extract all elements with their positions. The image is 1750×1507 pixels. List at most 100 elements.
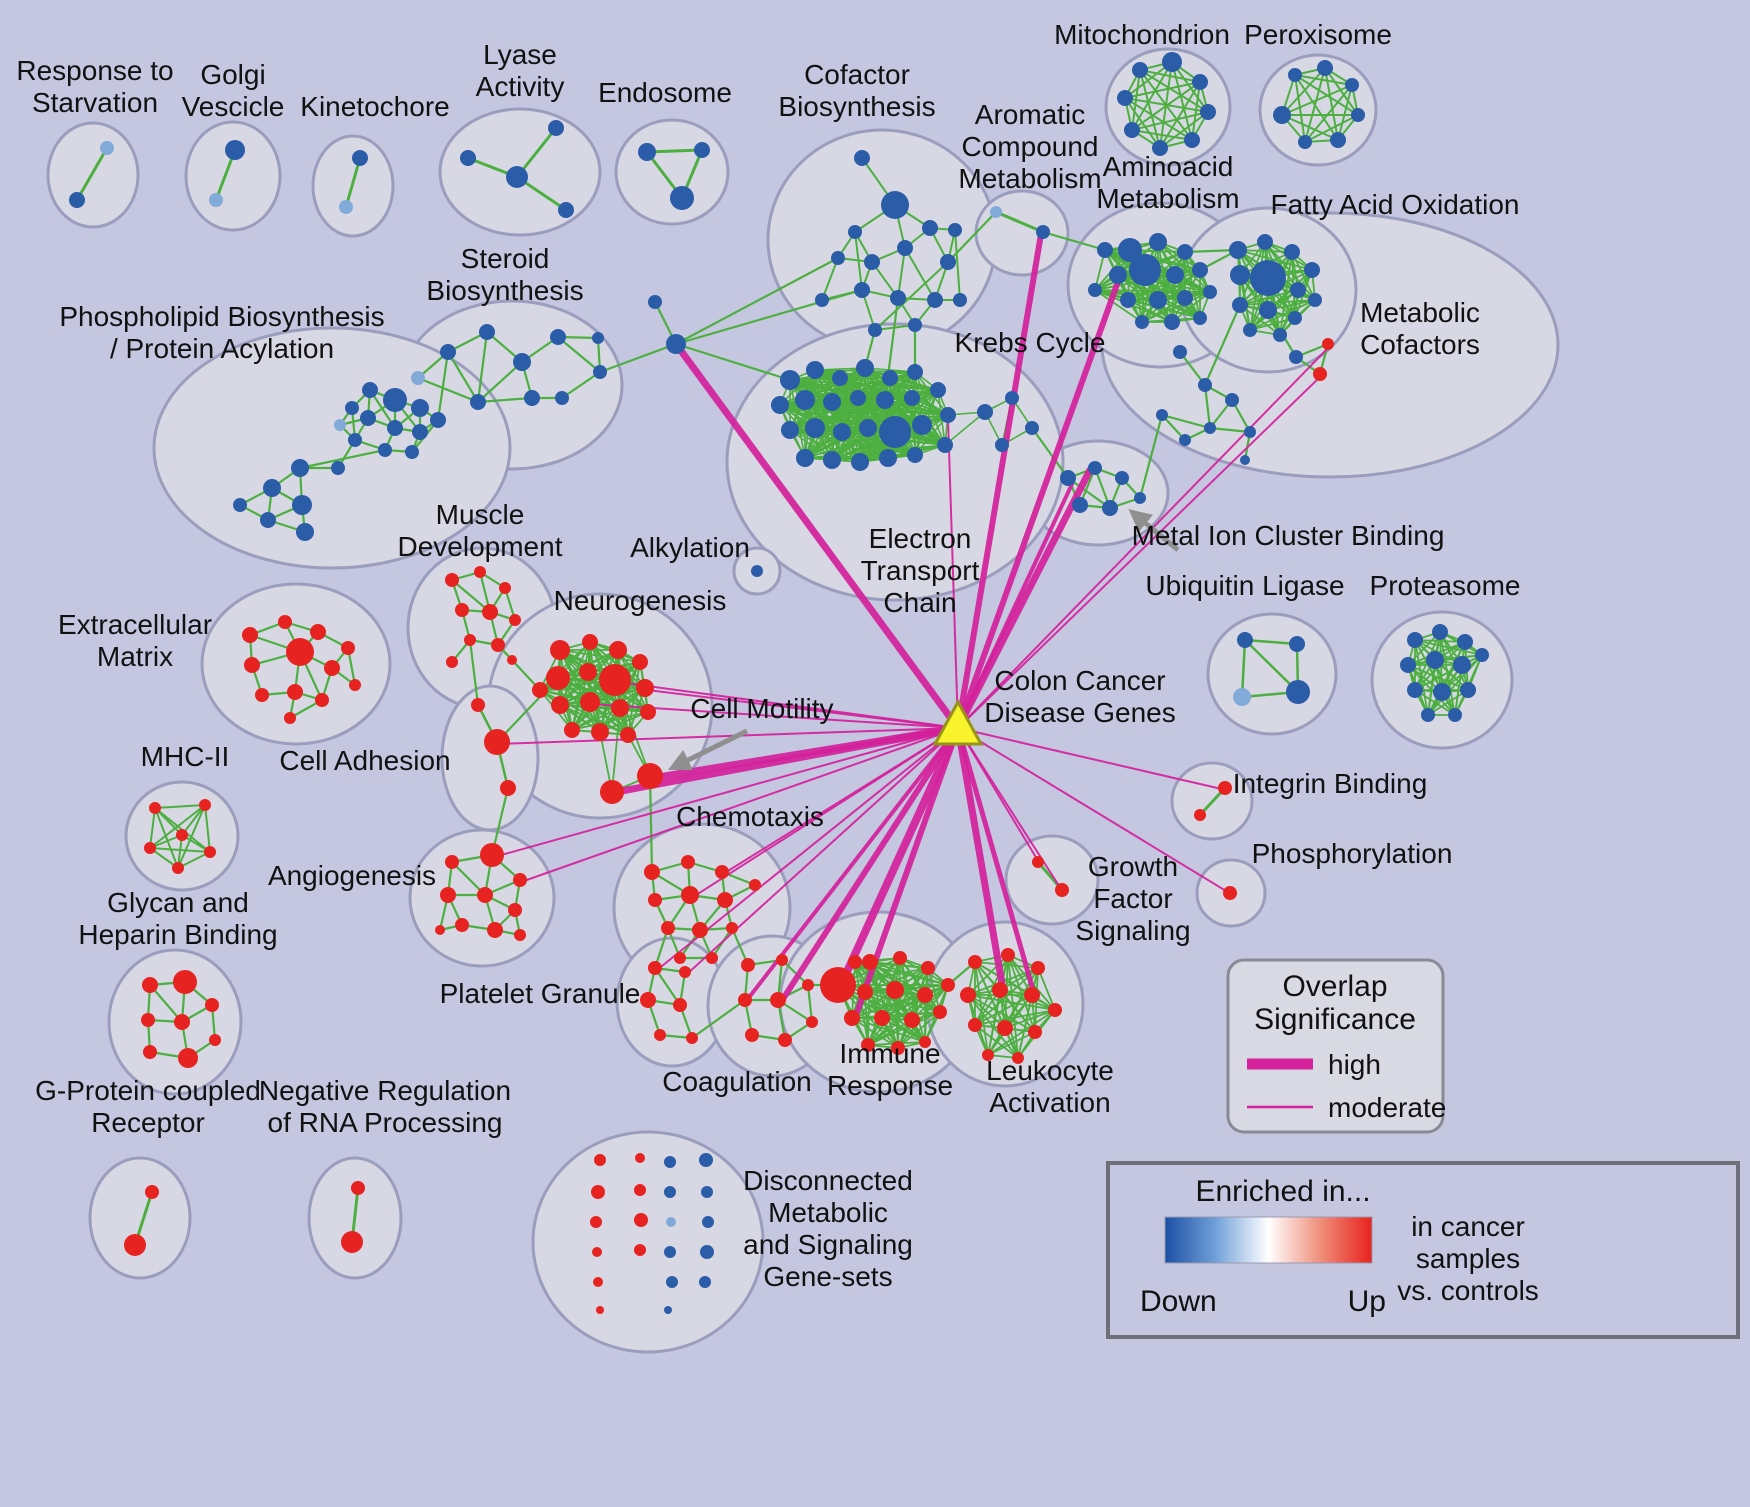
leukocyte-activation-node[interactable] bbox=[1031, 961, 1045, 975]
metabolic-cofactors-node[interactable] bbox=[1179, 434, 1191, 446]
leukocyte-activation-node[interactable] bbox=[968, 955, 982, 969]
extracellular-matrix-node[interactable] bbox=[244, 657, 260, 673]
muscle-development-node[interactable] bbox=[482, 604, 498, 620]
phospholipid-biosynthesis-node[interactable] bbox=[260, 512, 276, 528]
lyase-activity-node[interactable] bbox=[460, 150, 476, 166]
phospholipid-biosynthesis-node[interactable] bbox=[411, 399, 429, 417]
cofactor-biosynthesis-node[interactable] bbox=[908, 318, 922, 332]
disconnected-gene-sets-node[interactable] bbox=[701, 1186, 713, 1198]
chemotaxis-node[interactable] bbox=[749, 879, 761, 891]
platelet-granule-node[interactable] bbox=[640, 992, 656, 1008]
coagulation-node[interactable] bbox=[741, 958, 755, 972]
peroxisome-node[interactable] bbox=[1273, 106, 1291, 124]
steroid-biosynthesis-node[interactable] bbox=[513, 353, 531, 371]
integrin-binding-node[interactable] bbox=[1218, 781, 1232, 795]
electron-transport-chain-node[interactable] bbox=[859, 419, 877, 437]
muscle-development-node[interactable] bbox=[499, 582, 511, 594]
leukocyte-activation-node[interactable] bbox=[1028, 1025, 1042, 1039]
leukocyte-activation-node[interactable] bbox=[960, 987, 976, 1003]
platelet-granule-node[interactable] bbox=[673, 998, 687, 1012]
metabolic-cofactors-node[interactable] bbox=[1322, 338, 1334, 350]
mhc-ii-node[interactable] bbox=[204, 846, 216, 858]
extracellular-matrix-node[interactable] bbox=[242, 627, 258, 643]
chemotaxis-node[interactable] bbox=[715, 865, 729, 879]
aminoacid-metabolism-node[interactable] bbox=[1135, 315, 1149, 329]
cofactor-biosynthesis-node[interactable] bbox=[854, 150, 870, 166]
cofactor-biosynthesis-node[interactable] bbox=[940, 254, 956, 270]
leukocyte-activation-node[interactable] bbox=[997, 1020, 1013, 1036]
fatty-acid-oxidation-node[interactable] bbox=[1284, 244, 1300, 260]
metabolic-cofactors-node[interactable] bbox=[1204, 422, 1216, 434]
connector-node[interactable] bbox=[666, 334, 686, 354]
immune-response-node[interactable] bbox=[891, 1041, 905, 1055]
extracellular-matrix-node[interactable] bbox=[278, 615, 292, 629]
cofactor-biosynthesis-node[interactable] bbox=[854, 282, 870, 298]
ubiquitin-ligase-node[interactable] bbox=[1289, 636, 1305, 652]
cofactor-biosynthesis-node[interactable] bbox=[848, 225, 862, 239]
electron-transport-chain-node[interactable] bbox=[780, 370, 800, 390]
proteasome-node[interactable] bbox=[1407, 682, 1423, 698]
fatty-acid-oxidation-node[interactable] bbox=[1304, 262, 1320, 278]
neurogenesis-node[interactable] bbox=[591, 723, 609, 741]
lyase-activity-node[interactable] bbox=[506, 166, 528, 188]
neurogenesis-node[interactable] bbox=[609, 641, 627, 659]
steroid-biosynthesis-node[interactable] bbox=[470, 394, 486, 410]
phospholipid-biosynthesis-node[interactable] bbox=[348, 433, 362, 447]
phospholipid-biosynthesis-node[interactable] bbox=[331, 461, 345, 475]
mitochondrion-node[interactable] bbox=[1184, 132, 1200, 148]
fatty-acid-oxidation-node[interactable] bbox=[1250, 260, 1286, 296]
kinetochore-node[interactable] bbox=[339, 200, 353, 214]
immune-response-node[interactable] bbox=[861, 1038, 875, 1052]
proteasome-node[interactable] bbox=[1426, 651, 1444, 669]
angiogenesis-node[interactable] bbox=[514, 929, 526, 941]
g-protein-coupled-receptor-node[interactable] bbox=[124, 1234, 146, 1256]
chemotaxis-node[interactable] bbox=[681, 855, 695, 869]
immune-response-node[interactable] bbox=[921, 961, 935, 975]
electron-transport-chain-node[interactable] bbox=[937, 437, 953, 453]
extracellular-matrix-node[interactable] bbox=[324, 660, 340, 676]
glycan-heparin-binding-node[interactable] bbox=[209, 1034, 221, 1046]
aromatic-compound-metabolism-node[interactable] bbox=[990, 206, 1002, 218]
metal-ion-cluster-binding-node[interactable] bbox=[1072, 497, 1088, 513]
phospholipid-biosynthesis-node[interactable] bbox=[360, 410, 376, 426]
disconnected-gene-sets-node[interactable] bbox=[590, 1216, 602, 1228]
endosome-node[interactable] bbox=[670, 186, 694, 210]
coagulation-node[interactable] bbox=[745, 1028, 759, 1042]
aminoacid-metabolism-node[interactable] bbox=[1164, 314, 1180, 330]
phospholipid-biosynthesis-node[interactable] bbox=[412, 424, 428, 440]
lyase-activity-node[interactable] bbox=[558, 202, 574, 218]
coagulation-node[interactable] bbox=[806, 1016, 818, 1028]
neurogenesis-node[interactable] bbox=[580, 692, 600, 712]
immune-response-node[interactable] bbox=[893, 951, 907, 965]
phospholipid-biosynthesis-node[interactable] bbox=[233, 498, 247, 512]
muscle-development-node[interactable] bbox=[509, 614, 521, 626]
mhc-ii-node[interactable] bbox=[149, 802, 161, 814]
ubiquitin-ligase-node[interactable] bbox=[1237, 632, 1253, 648]
aminoacid-metabolism-node[interactable] bbox=[1177, 244, 1193, 260]
cofactor-biosynthesis-node[interactable] bbox=[897, 240, 913, 256]
electron-transport-chain-node[interactable] bbox=[823, 451, 841, 469]
electron-transport-chain-node[interactable] bbox=[882, 370, 898, 386]
neurogenesis-node[interactable] bbox=[599, 664, 631, 696]
steroid-biosynthesis-node[interactable] bbox=[411, 371, 425, 385]
extracellular-matrix-node[interactable] bbox=[255, 688, 269, 702]
extracellular-matrix-node[interactable] bbox=[284, 712, 296, 724]
phospholipid-biosynthesis-node[interactable] bbox=[292, 495, 312, 515]
electron-transport-chain-node[interactable] bbox=[850, 390, 866, 406]
glycan-heparin-binding-node[interactable] bbox=[142, 977, 158, 993]
mhc-ii-node[interactable] bbox=[144, 842, 156, 854]
cell-adhesion-node[interactable] bbox=[484, 729, 510, 755]
fatty-acid-oxidation-node[interactable] bbox=[1273, 328, 1287, 342]
angiogenesis-node[interactable] bbox=[513, 873, 527, 887]
ubiquitin-ligase-node[interactable] bbox=[1286, 680, 1310, 704]
glycan-heparin-binding-node[interactable] bbox=[174, 1014, 190, 1030]
peroxisome-node[interactable] bbox=[1345, 78, 1359, 92]
muscle-development-node[interactable] bbox=[464, 634, 476, 646]
phospholipid-biosynthesis-node[interactable] bbox=[291, 459, 309, 477]
phospholipid-biosynthesis-node[interactable] bbox=[383, 388, 407, 412]
cofactor-biosynthesis-node[interactable] bbox=[815, 293, 829, 307]
immune-response-node[interactable] bbox=[844, 1010, 860, 1026]
chemotaxis-node[interactable] bbox=[644, 864, 660, 880]
neurogenesis-node[interactable] bbox=[579, 663, 597, 681]
phospholipid-biosynthesis-node[interactable] bbox=[296, 523, 314, 541]
